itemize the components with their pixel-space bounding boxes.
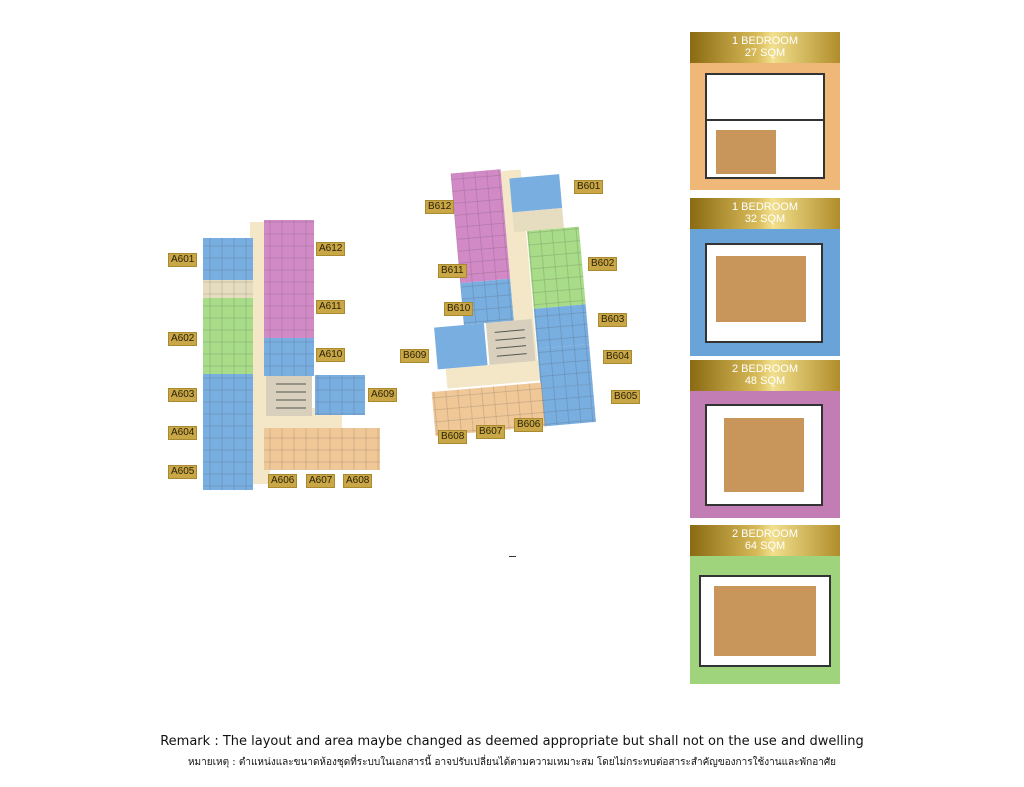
- tag-a602: A602: [168, 332, 198, 346]
- tag-b610: B610: [444, 302, 474, 316]
- stair-b-north: [512, 207, 564, 233]
- room-walls-a609: [315, 375, 365, 415]
- building-b: [431, 169, 596, 436]
- room-walls-a-south: [264, 428, 380, 470]
- tag-b608: B608: [438, 430, 468, 444]
- tag-a607: A607: [306, 474, 336, 488]
- legend-card-1: 1 BEDROOM 27 SQM: [690, 32, 840, 63]
- tag-a601: A601: [168, 253, 198, 267]
- legend-size-2: 32 SQM: [744, 213, 786, 225]
- room-walls-b-east: [527, 226, 596, 427]
- stairs-b-icon: [494, 329, 527, 357]
- remark-english: Remark : The layout and area maybe chang…: [160, 734, 864, 749]
- room-walls-a-west: [203, 238, 253, 490]
- corridor-b-branch: [445, 359, 558, 389]
- tag-b612: B612: [425, 200, 455, 214]
- tag-b609: B609: [400, 349, 430, 363]
- legend-size-1: 27 SQM: [744, 47, 786, 59]
- tag-a606: A606: [268, 474, 298, 488]
- legend-plan-4-floor: [714, 586, 816, 656]
- legend-type-3: 2 BEDROOM: [731, 363, 798, 375]
- building-a: [203, 220, 380, 490]
- legend-card-2: 1 BEDROOM 32 SQM: [690, 198, 840, 229]
- tag-a612: A612: [316, 242, 346, 256]
- remark-thai: หมายเหตุ : ตำแหน่งและขนาดห้องชุดที่ระบบใ…: [187, 757, 837, 768]
- legend-type-4: 2 BEDROOM: [731, 528, 798, 540]
- legend-header-1: 1 BEDROOM 27 SQM: [690, 32, 840, 63]
- room-walls-b-west: [450, 169, 514, 325]
- tag-a603: A603: [168, 388, 198, 402]
- legend-card-4: 2 BEDROOM 64 SQM: [690, 525, 840, 556]
- core-b: [485, 319, 536, 365]
- tag-b611: B611: [438, 264, 467, 278]
- legend-header-2: 1 BEDROOM 32 SQM: [690, 198, 840, 229]
- legend-plan-3-floor: [724, 418, 804, 492]
- stray-dash: [509, 556, 516, 557]
- tag-b601: B601: [574, 180, 604, 194]
- legend-plan-2-floor: [716, 256, 806, 322]
- tag-b604: B604: [603, 350, 633, 364]
- tag-a610: A610: [316, 348, 346, 362]
- legend-type-1: 1 BEDROOM: [731, 35, 798, 47]
- tag-a611: A611: [316, 300, 345, 314]
- stairs-a-icon: [276, 383, 306, 409]
- unit-b609[interactable]: [434, 323, 488, 370]
- tag-b605: B605: [611, 390, 641, 404]
- tag-b603: B603: [598, 313, 628, 327]
- legend-card-3: 2 BEDROOM 48 SQM: [690, 360, 840, 391]
- tag-a605: A605: [168, 465, 198, 479]
- tag-a609: A609: [368, 388, 398, 402]
- tag-a604: A604: [168, 426, 198, 440]
- legend-size-4: 64 SQM: [744, 540, 786, 552]
- unit-b601[interactable]: [509, 174, 563, 213]
- tag-a608: A608: [343, 474, 373, 488]
- legend-plan-1-bed: [716, 130, 776, 174]
- legend-type-2: 1 BEDROOM: [731, 201, 798, 213]
- tag-b606: B606: [514, 418, 544, 432]
- tag-b602: B602: [588, 257, 618, 271]
- room-walls-a-east: [264, 220, 314, 376]
- legend-header-4: 2 BEDROOM 64 SQM: [690, 525, 840, 556]
- core-a: [266, 376, 312, 416]
- legend-plans: [690, 63, 840, 684]
- legend-size-3: 48 SQM: [744, 375, 786, 387]
- legend-header-3: 2 BEDROOM 48 SQM: [690, 360, 840, 391]
- tag-b607: B607: [476, 425, 506, 439]
